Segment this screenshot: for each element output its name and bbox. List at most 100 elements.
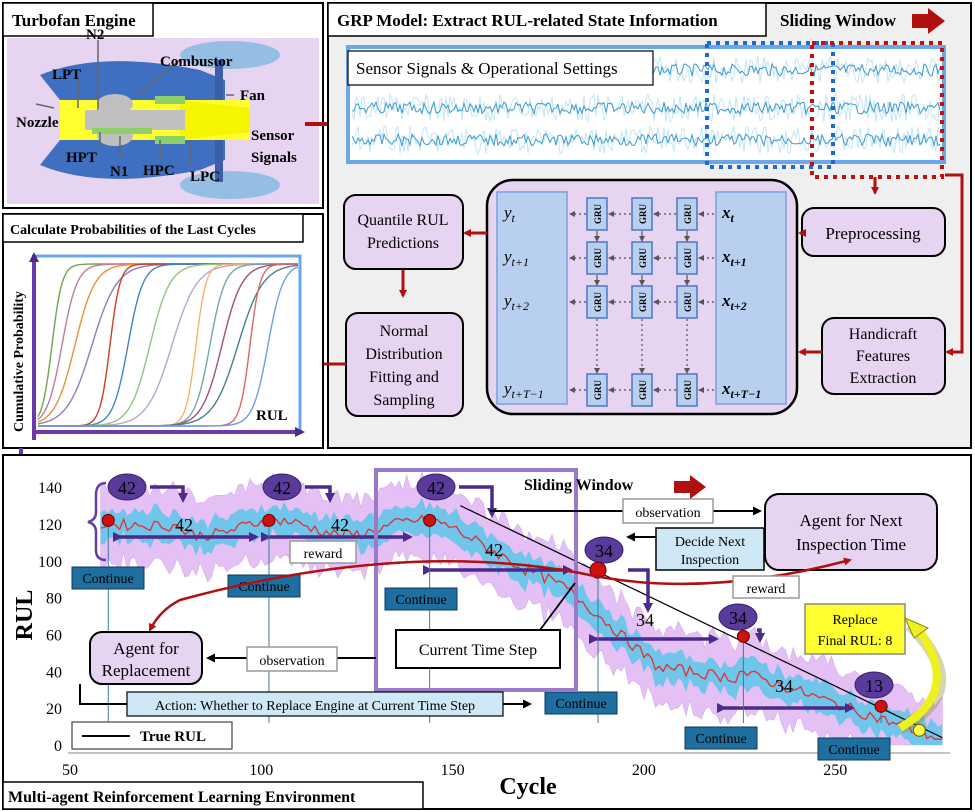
turbofan-title-box [2, 2, 154, 37]
inspection-point [262, 513, 276, 527]
marl-title: Multi-agent Reinforcement Learning Envir… [8, 789, 356, 806]
gru-cell-label: GRU [683, 248, 693, 269]
inspection-bubble-label: 34 [729, 608, 747, 628]
continue-label: Continue [395, 593, 446, 608]
inspection-point [101, 513, 115, 527]
continue-box [817, 737, 891, 761]
label-nozzle: Nozzle [16, 115, 59, 131]
gru-cell [676, 285, 698, 319]
normal-fit-line2: Distribution [365, 346, 442, 363]
label-hpc: HPC [143, 163, 175, 179]
signal-trace [351, 132, 941, 148]
gru-cell [586, 373, 608, 407]
gru-cell-label: GRU [683, 204, 693, 225]
label-combustor: Combustor [160, 54, 233, 70]
purple-corner-arrow [305, 485, 335, 503]
inspection-bubble-label: 42 [273, 478, 291, 498]
handicraft-box [821, 317, 946, 395]
continue-label: Continue [555, 697, 606, 712]
purple-corner-arrow [150, 485, 188, 503]
y-tick-label: 100 [38, 554, 62, 571]
interval-label: 42 [485, 540, 503, 560]
handicraft-line3: Extraction [850, 370, 917, 387]
label-fan: Fan [240, 88, 266, 104]
prob-ylabel: Cumulative Probability [12, 291, 27, 432]
cdf-curves [37, 263, 299, 427]
gru-cell-label: GRU [638, 380, 648, 401]
turbofan-panel: Turbofan Engine N2 LPT [2, 2, 324, 209]
inspection-bubble-label: 13 [865, 676, 883, 696]
sliding-window-arrow-icon [912, 8, 945, 34]
cdf-curve [38, 266, 299, 427]
y-tick-label: 0 [54, 738, 62, 755]
signals-label: Sensor Signals & Operational Settings [356, 59, 618, 78]
y-tick-label: 80 [46, 591, 62, 608]
gru-cell [676, 373, 698, 407]
grp-panel: GRP Model: Extract RUL-related State Inf… [316, 2, 972, 449]
final-point [912, 723, 926, 737]
quantile-box [343, 194, 464, 270]
inspection-point [423, 513, 437, 527]
inspection-bubble [107, 473, 147, 501]
gru-cell [586, 197, 608, 231]
continue-box [544, 691, 618, 715]
left-bracket [87, 481, 107, 562]
gru-cell [631, 285, 653, 319]
quantile-line1: Quantile RUL [357, 212, 448, 229]
continue-box [71, 566, 145, 590]
gru-cell [586, 241, 608, 275]
continue-box [684, 726, 758, 750]
y-tick-label: 40 [46, 664, 62, 681]
interval-label: 34 [636, 610, 654, 630]
y-axis-label: RUL [12, 590, 38, 641]
prediction-band-inner [100, 497, 943, 745]
inspection-bubble-label: 42 [427, 478, 445, 498]
interval-label: 34 [775, 676, 793, 696]
label-hpt: HPT [66, 150, 97, 166]
gru-cell-label: GRU [593, 292, 603, 313]
grp-title-box [327, 2, 767, 37]
signals-label-box [347, 50, 654, 86]
engine-illustration [35, 40, 280, 199]
quantile-line2: Predictions [367, 235, 439, 252]
normal-fit-line1: Normal [380, 323, 429, 340]
handicraft-line2: Features [856, 348, 910, 365]
gru-cell-label: GRU [638, 204, 648, 225]
gru-cell-label: GRU [683, 292, 693, 313]
grp-sliding-window: Sliding Window [780, 11, 897, 30]
signal-trace [351, 92, 941, 124]
y-tick-label: 140 [38, 480, 62, 497]
x-tick-label: 250 [823, 762, 847, 779]
continue-label: Continue [238, 580, 289, 595]
window-blue-dashed [705, 41, 835, 169]
continue-label: Continue [828, 743, 879, 758]
x-tick-label: 100 [249, 762, 273, 779]
window-red-dashed [810, 41, 944, 179]
gru-cell [676, 241, 698, 275]
interval-label: 42 [331, 515, 349, 535]
continue-label: Continue [82, 572, 133, 587]
label-lpt: LPT [52, 67, 81, 83]
label-lpc: LPC [190, 169, 220, 185]
x-tick-label: 50 [62, 762, 78, 779]
gru-cell [631, 197, 653, 231]
inspection-point [589, 561, 607, 579]
inspection-bubble [854, 671, 894, 699]
x-tick-label: 150 [441, 762, 465, 779]
label-n1: N1 [110, 164, 128, 180]
handicraft-line1: Handicraft [849, 326, 918, 343]
x-tick-label: 200 [632, 762, 656, 779]
output-column [496, 191, 568, 405]
gru-cell [676, 197, 698, 231]
gru-cell [586, 285, 608, 319]
gru-cell-label: GRU [638, 292, 648, 313]
signal-trace [352, 100, 941, 116]
x-axis-label: Cycle [499, 774, 557, 800]
sensor-signals-line1: Sensor [251, 128, 295, 144]
gru-cell [631, 241, 653, 275]
normal-fit-line3: Fitting and [369, 369, 439, 386]
turbofan-title: Turbofan Engine [12, 11, 136, 30]
